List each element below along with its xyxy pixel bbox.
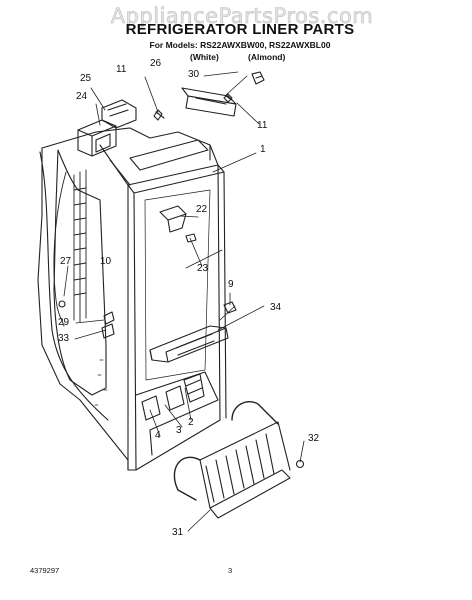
callout-31: 31	[172, 527, 184, 538]
model-numbers: For Models: RS22AWXBW00, RS22AWXBL00	[149, 40, 331, 50]
callout-29: 29	[58, 317, 70, 328]
lower-bracket-part-4	[141, 395, 161, 421]
watermark: AppliancePartsPros.com	[110, 4, 374, 29]
leader-lines	[63, 71, 305, 532]
callout-4: 4	[155, 430, 161, 441]
vertical-rail-part-10	[73, 169, 87, 323]
callout-27: 27	[60, 256, 72, 267]
lower-bracket-part-2	[183, 373, 205, 403]
liner-body	[37, 127, 227, 471]
fastener-part-27	[58, 300, 66, 308]
callout-23: 23	[197, 263, 209, 274]
bracket-part-22	[159, 205, 187, 233]
page-title: REFRIGERATOR LINER PARTS	[125, 21, 355, 38]
callout-3: 3	[176, 425, 182, 436]
document-number: 4379297	[30, 566, 60, 575]
screw-part-32	[295, 459, 305, 469]
callout-11-right: 11	[257, 120, 268, 131]
grille-part-31	[173, 401, 291, 519]
callout-30: 30	[188, 69, 200, 80]
callout-9: 9	[228, 279, 234, 290]
screw-part-11	[153, 93, 233, 121]
clip-part-30	[251, 71, 265, 85]
callout-24: 24	[76, 91, 88, 102]
callout-26: 26	[150, 58, 162, 69]
fastener-part-29	[101, 311, 115, 339]
callout-11-upper: 11	[116, 64, 127, 75]
callout-32: 32	[308, 433, 320, 444]
shelf-frame-part-34	[149, 325, 229, 363]
clip-part-9	[223, 301, 237, 314]
callout-22: 22	[196, 204, 208, 215]
callout-34: 34	[270, 302, 282, 313]
callout-2: 2	[188, 417, 194, 428]
liner-detail-dots	[94, 359, 108, 406]
wire-harness	[53, 171, 67, 327]
callout-33: 33	[58, 333, 70, 344]
callout-25: 25	[80, 73, 92, 84]
variant-almond: (Almond)	[248, 52, 286, 62]
callout-10: 10	[100, 256, 112, 267]
screw-part-23	[185, 233, 197, 243]
lower-bracket-part-3	[165, 385, 185, 411]
damper-housing-part-24-25	[77, 99, 137, 157]
variant-white: (White)	[190, 52, 219, 62]
cover-strip-part-26	[181, 87, 237, 117]
callout-1: 1	[260, 144, 266, 155]
page-number: 3	[228, 566, 233, 575]
